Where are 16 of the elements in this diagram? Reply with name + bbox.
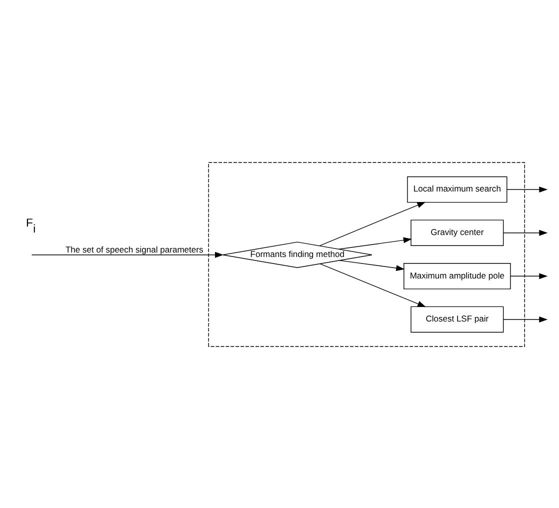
arrow	[338, 236, 412, 250]
node-box: Maximum amplitude pole	[404, 262, 511, 289]
node-box: Closest LSF pair	[410, 306, 504, 332]
node-box: Gravity center	[410, 219, 504, 246]
arrow	[31, 251, 224, 258]
arrow	[503, 229, 548, 236]
node-box: Local maximum search	[407, 176, 508, 202]
arrow	[319, 201, 426, 246]
node-diamond: Formants finding method	[222, 241, 372, 268]
edge-label: The set of speech signal parameters	[65, 244, 204, 254]
arrow	[503, 316, 548, 322]
cluster	[208, 162, 525, 346]
arrow	[339, 260, 405, 271]
arrow	[506, 186, 548, 192]
arrow	[510, 272, 548, 279]
arrow	[320, 262, 426, 307]
